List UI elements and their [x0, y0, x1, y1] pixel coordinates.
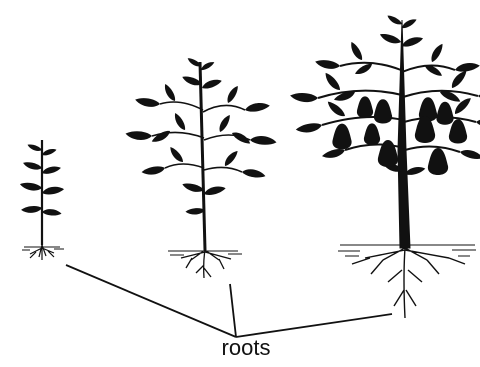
fruit — [363, 123, 381, 145]
young-plant-branches — [151, 101, 251, 173]
fruit — [332, 123, 352, 150]
seedling-plant — [19, 140, 65, 260]
mature-tree — [289, 13, 480, 319]
fruit — [427, 148, 449, 175]
young-plant-stem — [198, 61, 207, 251]
callout-line-mature-tree — [235, 313, 393, 338]
callout-lines — [65, 264, 393, 338]
young-plant — [125, 56, 277, 279]
fruit — [436, 101, 454, 125]
fruit — [356, 96, 374, 118]
mature-tree-trunk — [397, 19, 411, 249]
young-plant-roots — [168, 249, 242, 279]
fruit — [373, 99, 393, 124]
mature-tree-roots — [338, 244, 476, 319]
seedling-roots — [22, 244, 64, 260]
fruit — [448, 119, 468, 144]
roots-label: roots — [221, 335, 271, 360]
callout-line-seedling — [65, 264, 237, 338]
callout-line-young-plant — [229, 283, 237, 338]
